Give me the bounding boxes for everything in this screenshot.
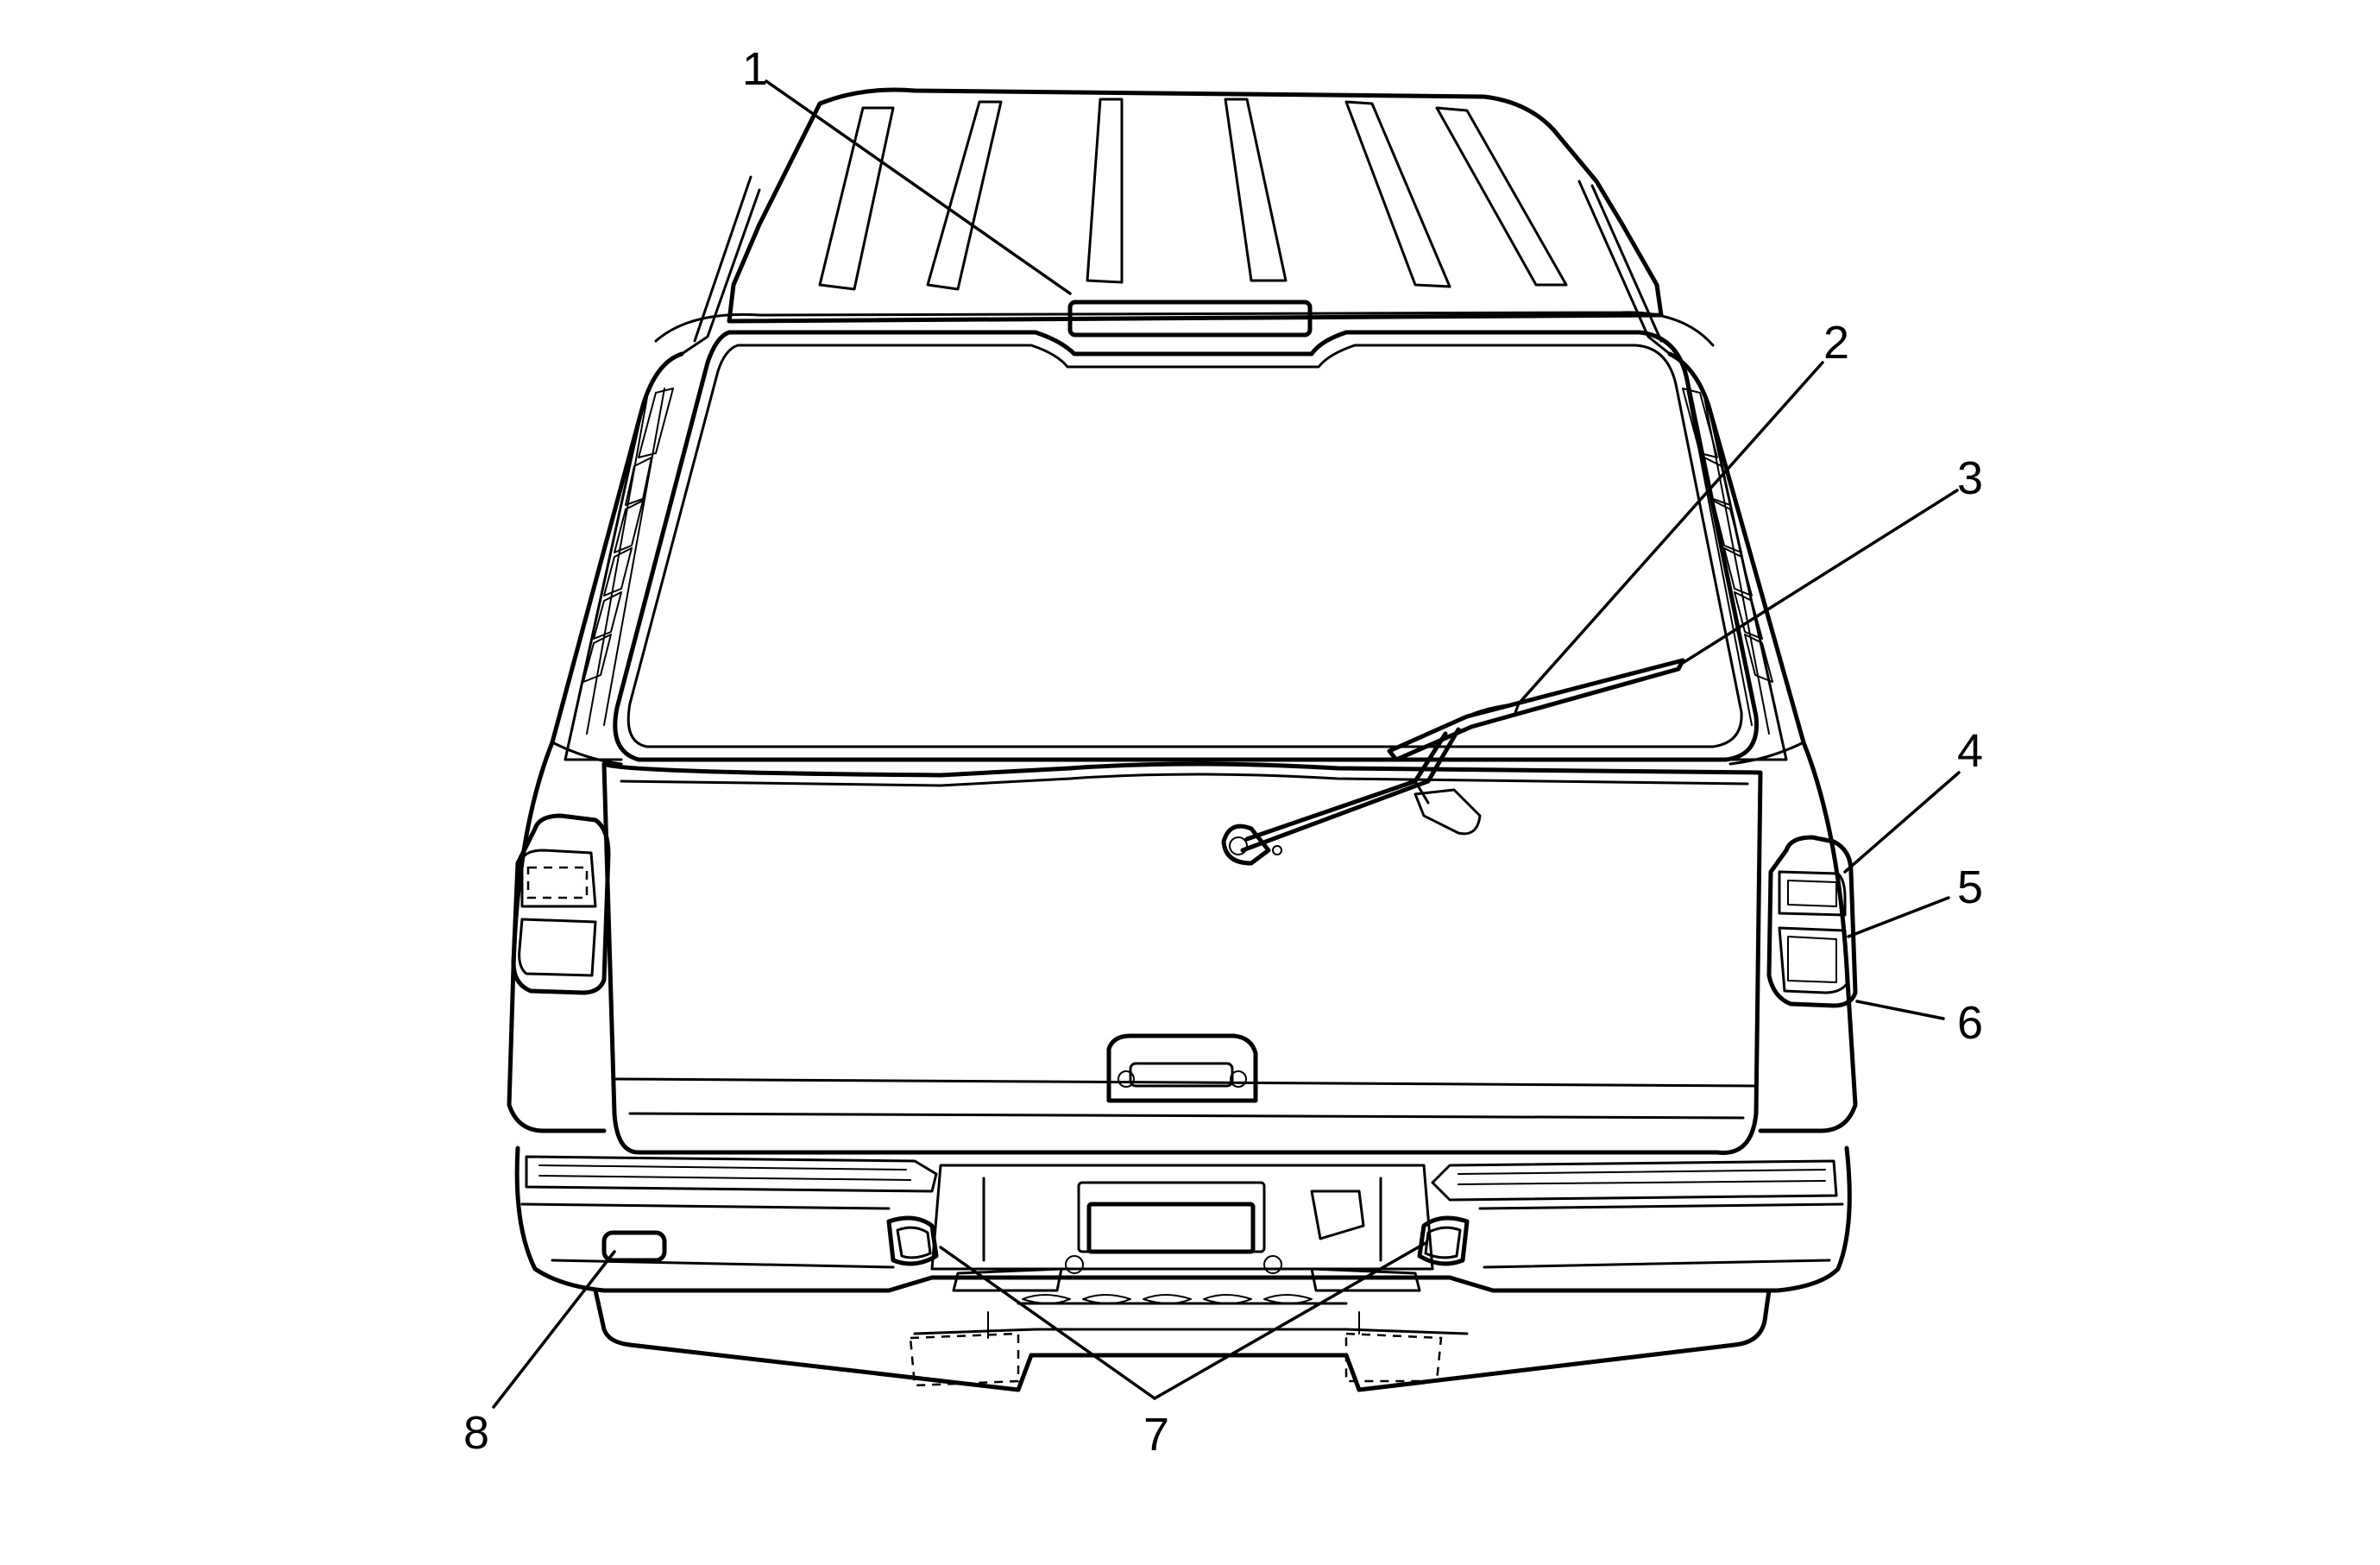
leader-lines [492, 79, 1961, 1409]
callout-8: 8 [463, 1407, 489, 1459]
liftgate [601, 761, 1763, 1155]
right-side-vents [1682, 388, 1773, 683]
callout-2: 2 [1823, 317, 1849, 369]
rear-parking-assist-sensor-left [886, 1215, 939, 1266]
roof-ribs [818, 98, 1568, 291]
right-tail-lamp [1766, 835, 1858, 1008]
rear-bumper [514, 1145, 1852, 1293]
body-sides [507, 351, 1858, 1133]
callout-4: 4 [1957, 725, 1983, 777]
roof [654, 87, 1715, 356]
rear-parking-assist-sensor-right [1417, 1215, 1470, 1266]
liftgate-handle [1106, 1033, 1258, 1103]
rear-wiper [1221, 658, 1685, 866]
callout-labels: 1 2 3 4 5 6 7 8 [463, 43, 1983, 1461]
left-side-vents [582, 388, 674, 683]
lower-valance [593, 1288, 1772, 1392]
callout-5: 5 [1957, 861, 1983, 913]
left-tail-lamp [511, 813, 611, 995]
center-high-mount-stop-lamp [1067, 300, 1313, 338]
rear-bumper-reflector [601, 1230, 667, 1263]
callout-3: 3 [1957, 452, 1983, 504]
rear-window [613, 330, 1760, 762]
callout-1: 1 [742, 43, 768, 95]
callout-6: 6 [1957, 997, 1983, 1049]
callout-7: 7 [1143, 1409, 1169, 1461]
